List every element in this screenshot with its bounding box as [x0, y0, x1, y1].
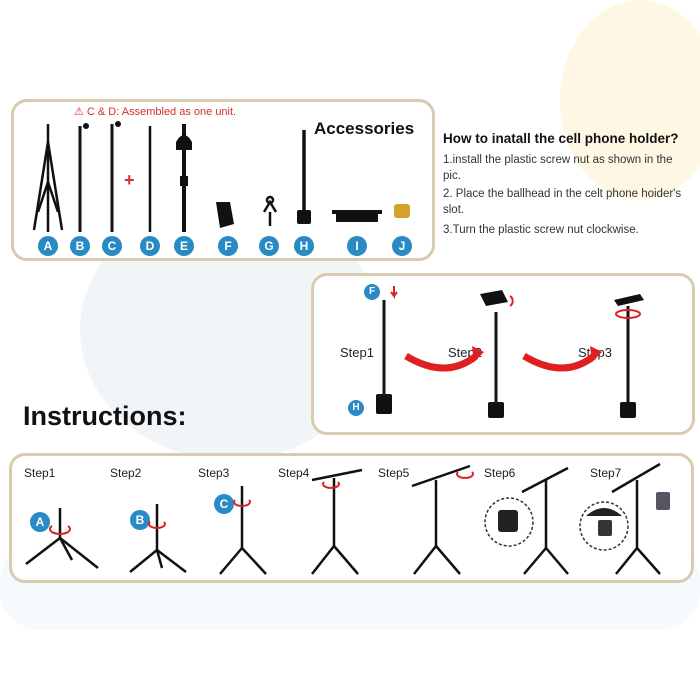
- instruction-step-2: Step2: [110, 466, 142, 480]
- badge-b: B: [70, 236, 90, 256]
- instruction-step-3: Step3: [198, 466, 230, 480]
- plus-sign: +: [124, 170, 135, 190]
- instruction-badge-c: C: [214, 494, 234, 514]
- how-to-step-3: 3.Turn the plastic screw nut clockwise.: [443, 224, 639, 236]
- how-to-step-1: 1.install the plastic screw nut as shown…: [443, 154, 673, 182]
- background-blob: [560, 0, 700, 200]
- badge-h: H: [294, 236, 314, 256]
- badge-a: A: [38, 236, 58, 256]
- instruction-badge-b: B: [130, 510, 150, 530]
- part-j-nut: [394, 204, 410, 218]
- how-to-title: How to inatall the cell phone holder?: [443, 131, 679, 146]
- badge-d: D: [140, 236, 160, 256]
- badge-e: E: [174, 236, 194, 256]
- part-g-clip: [262, 195, 278, 226]
- part-h-gooseneck: [297, 130, 311, 224]
- accessory-parts-illustration: [32, 121, 410, 232]
- instruction-step-5: Step5: [378, 466, 410, 480]
- assembly-warning: ⚠ C & D: Assembled as one unit.: [74, 106, 237, 118]
- instruction-badge-a: A: [30, 512, 50, 532]
- assembly-steps-illustration: [25, 462, 670, 575]
- phone-badge-h: H: [348, 400, 364, 416]
- part-f-clip: [216, 202, 234, 228]
- instructions-title: Instructions:: [23, 401, 187, 431]
- phone-step-1: Step1: [340, 345, 374, 360]
- badge-g: G: [259, 236, 279, 256]
- accessories-title: Accessories: [314, 119, 415, 138]
- part-a-tripod: [32, 124, 64, 232]
- accessories-panel: ⚠ C & D: Assembled as one unit. Accessor…: [11, 99, 435, 261]
- part-i-holder: [332, 210, 382, 222]
- instruction-step-1: Step1: [24, 466, 56, 480]
- part-e-boom: [176, 124, 192, 232]
- instruction-step-4: Step4: [278, 466, 310, 480]
- instruction-step-7: Step7: [590, 466, 622, 480]
- how-to-step-2: 2. Place the ballhead in the celt phone …: [443, 188, 682, 216]
- phone-holder-panel: Step1 Step2 Step3 F H: [311, 273, 695, 435]
- instructions-panel: Step1 Step2 Step3 Step4 Step5 Step6 Step…: [9, 453, 694, 583]
- phone-holder-illustration: [376, 286, 644, 418]
- badge-j: J: [392, 236, 412, 256]
- instruction-step-6: Step6: [484, 466, 516, 480]
- phone-badge-f: F: [364, 284, 380, 300]
- badge-f: F: [218, 236, 238, 256]
- badge-c: C: [102, 236, 122, 256]
- badge-i: I: [347, 236, 367, 256]
